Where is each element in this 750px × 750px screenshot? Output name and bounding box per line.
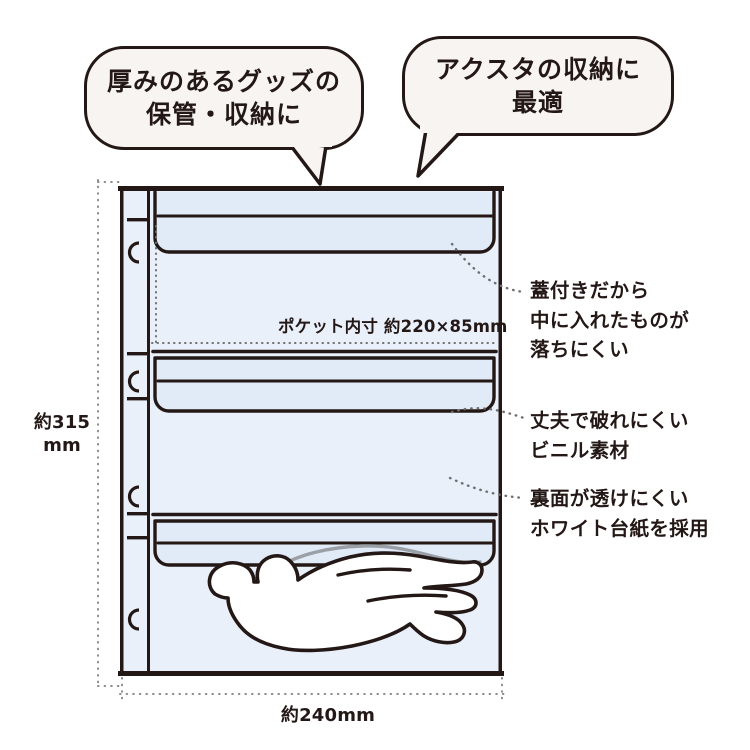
height-dimension-unit: mm <box>43 434 81 456</box>
pocket-2-flap <box>153 356 496 413</box>
binding-margin-divider <box>147 191 150 672</box>
annotation-lid-feature-line1: 蓋付きだから <box>530 279 650 302</box>
figure-body-silhouette <box>207 551 484 653</box>
binder-hole-4 <box>127 608 140 631</box>
leader-to-vinyl-annotation <box>450 407 526 420</box>
leader-to-white-board-annotation <box>448 476 526 500</box>
annotation-white-board-feature-line2: ホワイト台紙を採用 <box>530 516 710 540</box>
height-dimension-label: 約315 mm <box>22 412 102 457</box>
tail-shape-right <box>416 126 466 178</box>
sheet-right-edge <box>498 191 502 672</box>
speech-bubble-thick-goods-line2: 保管・収納に <box>145 100 302 129</box>
pocket-2 <box>151 349 498 413</box>
pocket-inner-size-label: ポケット内寸 約220×85mm <box>278 317 508 336</box>
speech-bubble-thick-goods: 厚みのあるグッズの 保管・収納に <box>84 46 364 150</box>
pocket-inner-size-guide <box>151 225 497 346</box>
annotation-vinyl-feature-line1: 丈夫で破れにくい <box>530 409 689 432</box>
sheet-top-edge <box>118 186 504 191</box>
pocket-1-flap <box>153 190 496 254</box>
tail-mask-left <box>282 140 332 147</box>
tail-mask-right <box>420 126 472 133</box>
binder-hole-1 <box>127 241 140 264</box>
margin-tick-4 <box>127 512 147 516</box>
binder-hole-2 <box>127 370 140 393</box>
speech-bubble-acrylic-stand-line2: 最適 <box>511 88 564 117</box>
dimension-guides <box>97 179 505 701</box>
annotation-leaders <box>448 242 526 500</box>
margin-tick-1 <box>127 218 147 222</box>
sheet-bottom-edge <box>118 671 504 676</box>
binder-hole-3 <box>127 485 140 508</box>
tail-shape-left <box>286 140 328 186</box>
margin-tick-3 <box>127 397 147 401</box>
annotation-vinyl-feature-line2: ビニル素材 <box>530 438 630 462</box>
figure-detail-leg <box>366 593 448 603</box>
speech-bubble-thick-goods-tail <box>282 140 332 186</box>
speech-bubble-acrylic-stand-tail <box>416 126 472 178</box>
sheet-left-edge <box>120 191 124 672</box>
height-dimension-value: 約315 <box>33 412 91 433</box>
annotation-white-board-feature: 裏面が透けにくい ホワイト台紙を採用 <box>530 484 709 543</box>
binder-holes <box>127 241 140 631</box>
leader-to-lid-annotation <box>450 242 526 294</box>
annotation-vinyl-feature: 丈夫で破れにくい ビニル素材 <box>530 406 689 465</box>
speech-bubble-thick-goods-line1: 厚みのあるグッズの <box>106 67 341 96</box>
figure-detail-arm <box>336 567 412 577</box>
pocket-1 <box>153 190 496 254</box>
binding-margin-ticks <box>127 218 147 540</box>
speech-bubble-acrylic-stand: アクスタの収納に 最適 <box>402 36 674 136</box>
margin-tick-5 <box>127 536 147 540</box>
width-dimension-label: 約240mm <box>280 705 376 726</box>
annotation-lid-feature-line3: 落ちにくい <box>530 338 630 362</box>
speech-bubble-acrylic-stand-line1: アクスタの収納に <box>434 55 641 84</box>
annotation-white-board-feature-line1: 裏面が透けにくい <box>530 487 689 510</box>
annotation-lid-feature-line2: 中に入れたものが <box>530 308 690 332</box>
annotation-lid-feature: 蓋付きだから 中に入れたものが 落ちにくい <box>530 276 689 365</box>
acrylic-stand-figure <box>207 544 484 653</box>
margin-tick-2 <box>127 352 147 356</box>
